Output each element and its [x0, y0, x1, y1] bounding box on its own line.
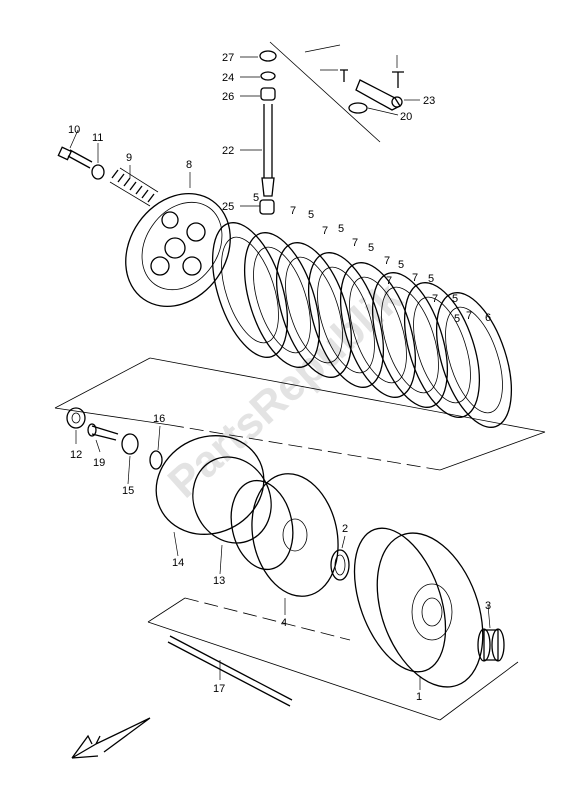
label-5c: 5	[338, 223, 344, 235]
clutch-plate-stack	[212, 222, 512, 428]
label-2: 2	[342, 523, 348, 535]
label-25: 27	[222, 52, 234, 64]
label-4: 4	[281, 617, 287, 629]
pressure-plate	[125, 193, 231, 307]
clutch-sleeve-hub	[230, 473, 339, 597]
label-17: 17	[213, 683, 225, 695]
label-8: 8	[186, 159, 192, 171]
release-shaft	[259, 50, 277, 215]
label-7h: 7	[386, 275, 392, 287]
label-10: 10	[68, 124, 80, 136]
label-13: 13	[213, 575, 225, 587]
spring-bolt	[57, 146, 93, 169]
label-23: 25	[222, 201, 234, 213]
leader-lines	[69, 55, 491, 690]
wire-rings	[155, 435, 272, 544]
label-7c: 7	[352, 237, 358, 249]
assembly-frame-plates	[54, 357, 546, 471]
label-5g: 5	[452, 293, 458, 305]
label-16: 16	[153, 413, 165, 425]
label-7e: 7	[412, 272, 418, 284]
push-rod	[167, 635, 293, 707]
label-19: 19	[93, 457, 105, 469]
label-5h: 5	[454, 313, 460, 325]
label-14: 14	[172, 557, 184, 569]
label-7b: 7	[322, 225, 328, 237]
label-12: 12	[70, 449, 82, 461]
label-7g: 7	[466, 310, 472, 322]
label-5a: 5	[253, 192, 259, 204]
small-fasteners	[66, 407, 163, 470]
spring-washer	[91, 164, 105, 180]
label-7a: 7	[290, 205, 296, 217]
label-5e: 5	[398, 259, 404, 271]
label-6: 6	[485, 312, 491, 324]
label-9: 9	[126, 152, 132, 164]
label-5d: 5	[368, 242, 374, 254]
label-15: 15	[122, 485, 134, 497]
assembly-frame-hub	[147, 597, 519, 721]
spacer	[477, 628, 505, 662]
clutch-spring	[109, 167, 159, 207]
label-1: 1	[416, 691, 422, 703]
primary-driven-gear-assembly	[353, 527, 484, 688]
label-3: 3	[485, 600, 491, 612]
assembly-frame-release	[269, 41, 381, 143]
label-7f: 7	[432, 293, 438, 305]
label-11: 11	[92, 132, 103, 144]
thrust-washer	[330, 549, 350, 581]
front-direction-arrow	[71, 717, 151, 759]
label-7d: 7	[384, 255, 390, 267]
label-24: 26	[222, 91, 234, 103]
watermark-text: PartsRepublik	[159, 273, 412, 508]
label-5b: 5	[308, 209, 314, 221]
label-22: 24	[222, 72, 234, 84]
release-arm	[340, 69, 404, 114]
label-21: 23	[423, 95, 435, 107]
part-number-labels: 27 24 26 22 25 23 20 10 11 9 8 5 7 5 7 5…	[68, 52, 491, 703]
label-18: 20	[400, 111, 412, 123]
label-5f: 5	[428, 273, 434, 285]
label-20: 22	[222, 145, 234, 157]
